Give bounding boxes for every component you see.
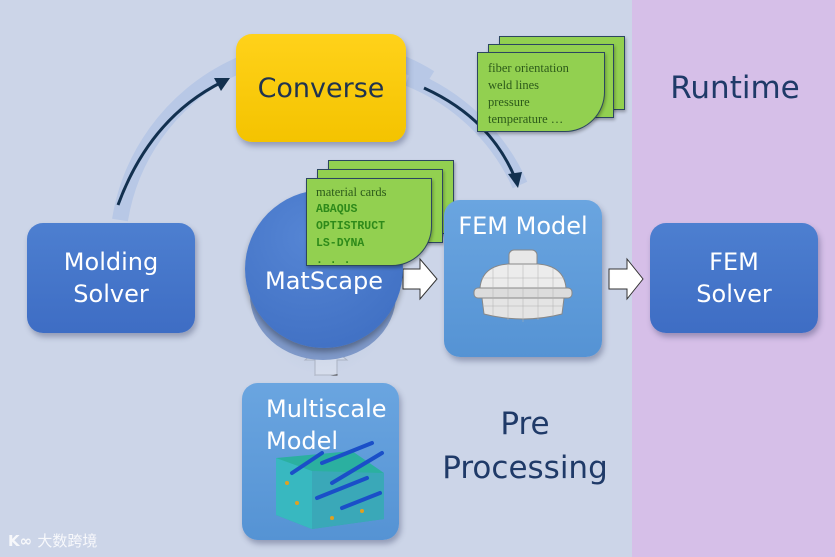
pre-processing-heading: Pre Processing xyxy=(425,402,625,490)
converse-output-note: fiber orientation weld lines pressure te… xyxy=(477,36,627,136)
arrow-molding-to-converse xyxy=(116,80,223,206)
runtime-heading: Runtime xyxy=(670,70,800,106)
note-sheet-front xyxy=(477,52,605,132)
converse-label: Converse xyxy=(257,72,385,104)
multiscale-model-node[interactable]: Multiscale Model xyxy=(242,383,399,540)
note-line-temperature: temperature … xyxy=(488,112,564,126)
arrow-head-converse xyxy=(214,78,230,91)
pre-processing-line2: Processing xyxy=(442,450,608,486)
watermark-logo-icon: K∞ xyxy=(8,532,38,550)
arrow-head-fem-model xyxy=(508,172,522,188)
molding-solver-line2: Solver xyxy=(73,280,149,308)
material-cards-title: material cards xyxy=(316,185,387,199)
fem-solver-node[interactable]: FEM Solver xyxy=(650,223,818,333)
block-arrow-fem-to-solver xyxy=(608,257,644,301)
watermark: K∞ 大数跨境 xyxy=(8,530,97,551)
block-arrow-matscape-to-fem xyxy=(402,257,438,301)
multiscale-line1: Multiscale xyxy=(266,395,387,423)
matscape-label: MatScape xyxy=(265,267,383,295)
microstructure-image-icon xyxy=(276,441,384,529)
note-line-fiber-orientation: fiber orientation xyxy=(488,61,569,75)
molding-solver-node[interactable]: Molding Solver xyxy=(27,223,195,333)
format-ellipsis: . . . xyxy=(316,254,351,267)
format-optistruct: OPTISTRUCT xyxy=(316,220,386,233)
fem-solver-line1: FEM xyxy=(709,248,759,276)
note-line-weld-lines: weld lines xyxy=(488,78,540,92)
molding-solver-line1: Molding xyxy=(63,248,159,276)
format-ls-dyna: LS-DYNA xyxy=(316,237,365,250)
multiscale-line2: Model xyxy=(266,427,339,455)
note-line-pressure: pressure xyxy=(488,95,530,109)
converse-node[interactable]: Converse xyxy=(236,34,406,142)
fem-mesh-part-icon xyxy=(473,249,573,322)
material-cards-note: material cards ABAQUS OPTISTRUCT LS-DYNA… xyxy=(306,160,456,270)
note-sheet-front xyxy=(306,178,432,266)
fem-model-label: FEM Model xyxy=(458,212,588,240)
format-abaqus: ABAQUS xyxy=(316,203,358,216)
watermark-text: 大数跨境 xyxy=(37,532,98,550)
pre-processing-line1: Pre xyxy=(500,406,550,442)
material-cards-lines: material cards ABAQUS OPTISTRUCT LS-DYNA… xyxy=(316,184,386,269)
fem-model-node[interactable]: FEM Model xyxy=(444,200,602,357)
converse-output-lines: fiber orientation weld lines pressure te… xyxy=(488,60,569,128)
fem-solver-line2: Solver xyxy=(696,280,772,308)
